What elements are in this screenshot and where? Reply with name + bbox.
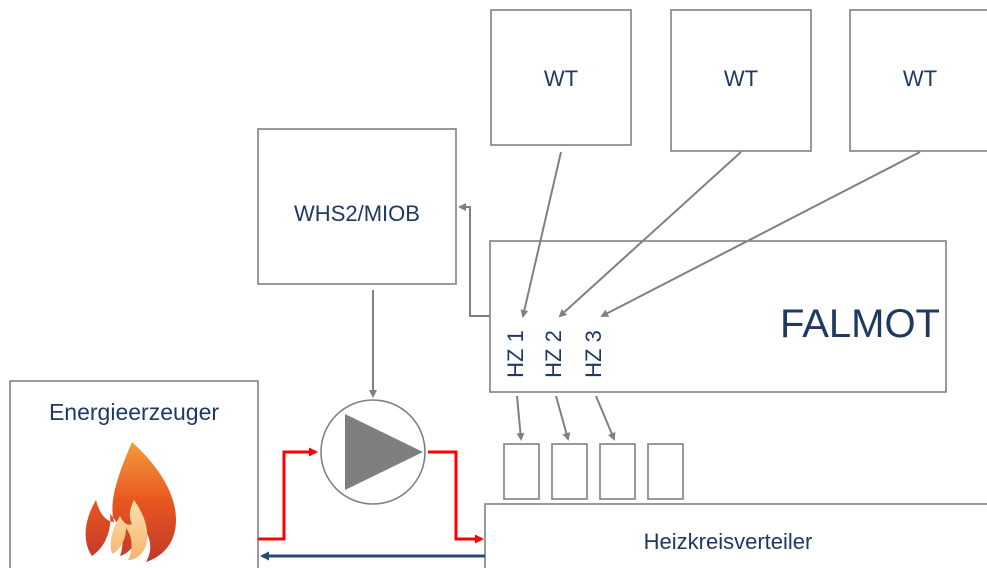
distributor-label: Heizkreisverteiler	[644, 529, 813, 554]
arrow-wt2-hz2	[558, 151, 742, 318]
zone-label-3: HZ 3	[581, 330, 606, 378]
flame-icon	[85, 442, 176, 562]
actuator-3	[599, 443, 636, 500]
wt-box-3: WT	[849, 9, 987, 152]
wt-box-1: WT	[490, 9, 632, 146]
arrow-hz3-actuator	[595, 395, 616, 441]
zone-label-2: HZ 2	[541, 330, 566, 378]
controller-box: WHS2/MIOB	[257, 128, 457, 285]
flow-pipe-to-pump	[258, 447, 318, 541]
arrow-hz2-actuator	[555, 395, 571, 441]
actuator-4	[647, 443, 684, 500]
falmot-box: FALMOT HZ 1 HZ 2 HZ 3	[489, 240, 947, 393]
arrow-falmot-controller	[458, 203, 490, 317]
controller-label: WHS2/MIOB	[294, 201, 420, 226]
wt-box-2: WT	[670, 9, 812, 152]
pump-icon	[320, 399, 426, 505]
energy-label: Energieerzeuger	[49, 399, 219, 425]
arrow-wt3-hz3	[600, 151, 921, 317]
zone-label-1: HZ 1	[503, 330, 528, 378]
wt-label-1: WT	[544, 66, 578, 91]
energy-generator-box: Energieerzeuger	[9, 380, 259, 568]
falmot-label: FALMOT	[780, 302, 940, 346]
flow-pipe-to-distributor	[428, 450, 484, 544]
arrow-hz1-actuator	[516, 395, 525, 441]
actuator-1	[503, 443, 540, 500]
actuator-2	[551, 443, 588, 500]
arrow-wt1-hz1	[520, 151, 562, 318]
wt-label-2: WT	[724, 66, 758, 91]
distributor-box: Heizkreisverteiler	[484, 503, 987, 568]
wt-label-3: WT	[903, 66, 937, 91]
